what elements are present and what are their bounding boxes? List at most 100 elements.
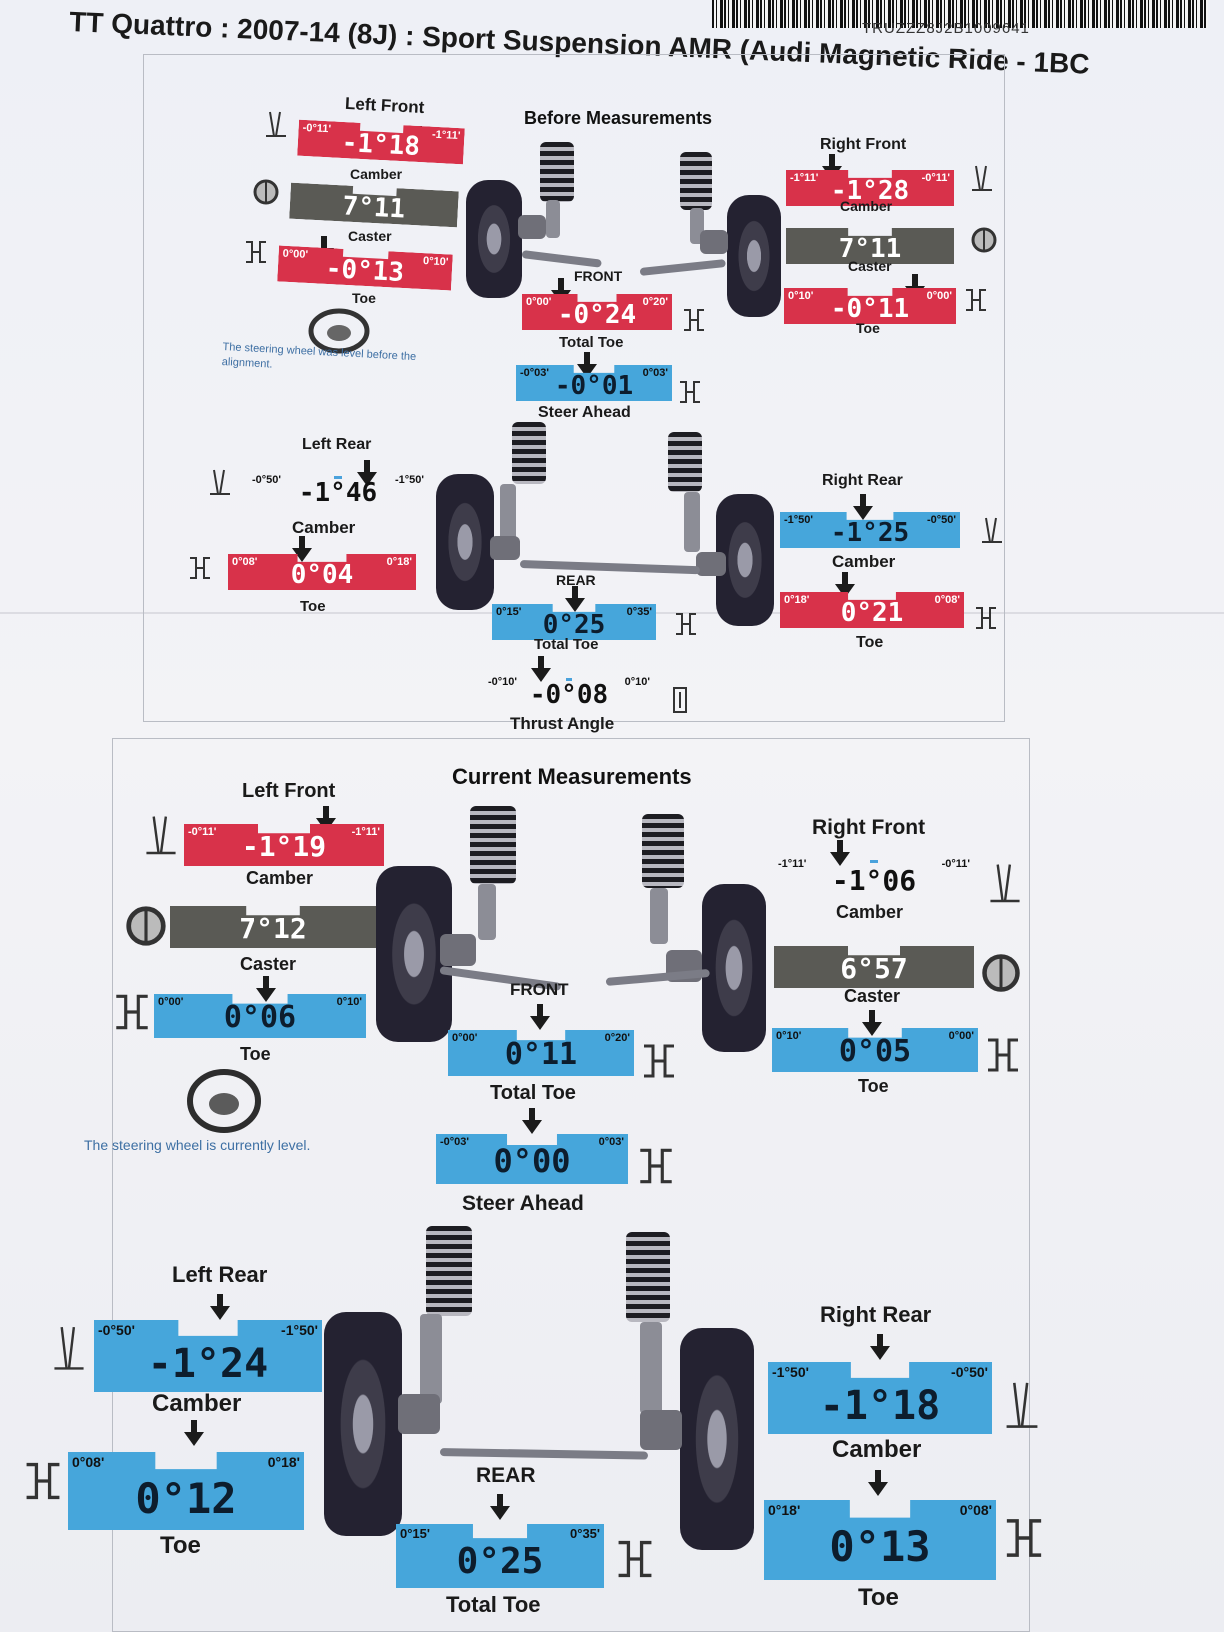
steering-wheel-icon (308, 308, 370, 354)
toe-diagram-icon (246, 241, 266, 263)
current-front-left-hub (440, 934, 476, 966)
current-rr-toe-label: Toe (858, 1584, 899, 1611)
current-lf-toe-value: 0°06 (223, 1000, 297, 1035)
current-steer-ahead-label: Steer Ahead (462, 1192, 584, 1215)
before-thrust-arrow (531, 656, 551, 682)
current-rr-camber-label: Camber (832, 1436, 922, 1463)
toe-diagram-icon (684, 309, 704, 331)
current-steer-ahead-arrow (522, 1108, 542, 1134)
current-left-front-label: Left Front (242, 780, 336, 802)
before-rf-camber-value: -1°28 (830, 176, 910, 206)
front-left-hub (518, 215, 546, 239)
before-front-total-toe-label: Total Toe (559, 334, 624, 351)
current-title: Current Measurements (452, 764, 692, 789)
current-lr-camber-value: -1°24 (147, 1341, 269, 1387)
before-lr-camber-arrow (357, 460, 377, 486)
current-rear-axle-label: REAR (476, 1464, 536, 1487)
current-front-total-toe-label: Total Toe (490, 1082, 576, 1104)
camber-diagram-icon (266, 111, 286, 137)
current-steering-note: The steering wheel is currently level. (84, 1137, 311, 1153)
before-lf-toe-label: Toe (352, 290, 376, 306)
current-rear-total-toe-arrow (490, 1494, 510, 1520)
current-lf-toe-arrow (256, 976, 276, 1002)
toe-diagram-icon (116, 994, 148, 1030)
caster-diagram-icon (982, 954, 1020, 992)
before-rr-camber-bar: -1°50' -0°50' -1°25 (780, 512, 960, 548)
current-rear-right-hub (640, 1410, 682, 1450)
toe-diagram-icon (190, 557, 210, 579)
current-lr-camber-label: Camber (152, 1390, 242, 1417)
before-rr-toe-bar: 0°18' 0°08' 0°21 (780, 592, 964, 628)
current-front-right-wheel (702, 884, 766, 1052)
current-rr-camber-value: -1°18 (819, 1383, 941, 1429)
current-left-rear-label: Left Rear (172, 1262, 268, 1287)
toe-diagram-icon (26, 1462, 60, 1500)
before-lf-camber-label: Camber (350, 166, 403, 182)
before-front-total-toe-value: -0°24 (557, 300, 637, 330)
current-lr-camber-arrow (210, 1294, 234, 1320)
before-rf-toe-label: Toe (856, 320, 880, 336)
camber-diagram-icon (990, 864, 1020, 903)
steer-ahead-diagram-icon (680, 381, 700, 403)
current-lr-toe-value: 0°12 (135, 1474, 237, 1523)
before-rear-total-toe-bar: 0°15' 0°35' 0°25 (492, 604, 656, 640)
before-rear-total-toe-label: Total Toe (534, 636, 599, 653)
camber-diagram-icon (210, 469, 230, 495)
current-front-axle-label: FRONT (510, 980, 569, 999)
before-lr-toe-bar: 0°08' 0°18' 0°04 (228, 554, 416, 590)
before-lr-camber-label: Camber (292, 518, 356, 537)
current-rf-camber-label: Camber (836, 902, 904, 922)
current-rf-camber-arrow (830, 840, 850, 866)
current-lf-camber-label: Camber (246, 868, 314, 888)
camber-diagram-icon (982, 517, 1002, 543)
front-left-spring (540, 142, 574, 202)
before-rr-toe-value: 0°21 (840, 598, 904, 628)
before-rear-total-toe-value: 0°25 (542, 610, 606, 640)
current-rf-caster-label: Caster (844, 986, 901, 1006)
current-rear-left-strut (420, 1314, 442, 1404)
rear-left-spring (512, 422, 546, 484)
current-rf-toe-value: 0°05 (838, 1034, 912, 1069)
before-rr-toe-label: Toe (856, 634, 884, 651)
front-left-wheel (466, 180, 522, 298)
current-front-left-spring (470, 806, 516, 884)
before-lr-toe-value: 0°04 (290, 560, 354, 590)
camber-diagram-icon (54, 1327, 84, 1370)
front-right-spring (680, 152, 712, 210)
before-thrust-angle-value: -0°08 (529, 680, 609, 710)
current-right-front-label: Right Front (812, 816, 926, 839)
camber-diagram-icon (146, 816, 176, 855)
before-thrust-angle-bar: -0°10' 0°10' -0°08 (484, 674, 654, 710)
current-steer-ahead-value: 0°00 (493, 1142, 571, 1180)
caster-diagram-icon (253, 179, 279, 205)
front-left-strut (546, 200, 560, 238)
current-rf-toe-arrow (862, 1010, 882, 1036)
barcode (712, 0, 1208, 28)
before-panel (143, 54, 1005, 722)
current-rear-left-wheel (324, 1312, 402, 1536)
before-rear-axle-label: REAR (556, 572, 596, 588)
current-front-right-spring (642, 814, 684, 888)
current-front-total-toe-arrow (530, 1004, 550, 1030)
current-rf-camber-bar: -1°11' -0°11' -1°06 (774, 856, 974, 900)
current-rear-total-toe-label: Total Toe (446, 1592, 541, 1617)
current-rf-toe-label: Toe (858, 1076, 889, 1096)
rear-left-strut (500, 484, 516, 544)
toe-diagram-icon (988, 1038, 1018, 1072)
current-lf-toe-label: Toe (240, 1044, 271, 1064)
before-rear-total-toe-arrow (565, 586, 585, 612)
current-rr-camber-arrow (870, 1334, 890, 1360)
current-lf-caster-value: 7°12 (239, 912, 307, 945)
toe-diagram-icon (976, 607, 996, 629)
front-right-hub (700, 230, 728, 254)
camber-diagram-icon (1006, 1382, 1038, 1428)
rear-right-strut (684, 492, 700, 552)
front-right-wheel (727, 195, 781, 317)
rear-left-hub (490, 536, 520, 560)
toe-diagram-icon (676, 613, 696, 635)
before-rr-camber-label: Camber (832, 552, 896, 571)
current-front-right-strut (650, 888, 668, 944)
camber-diagram-icon (972, 165, 992, 191)
rear-left-wheel (436, 474, 494, 610)
toe-diagram-icon (966, 289, 986, 311)
